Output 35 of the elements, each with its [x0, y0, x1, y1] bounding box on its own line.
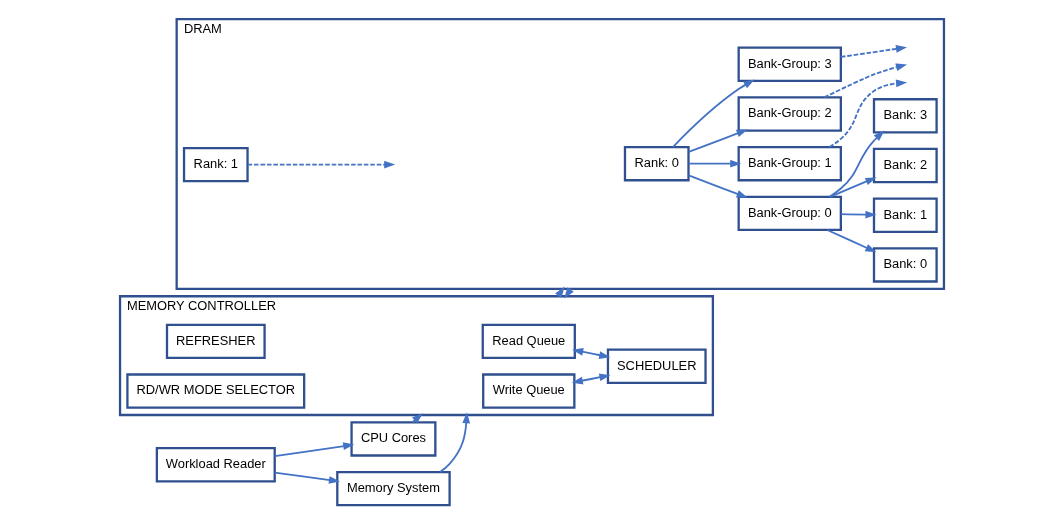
- node-box: Read Queue: [481, 323, 576, 360]
- node-box: Bank: 3: [872, 98, 938, 134]
- node-box: Bank-Group: 2: [737, 96, 842, 132]
- node-box: RD/WR MODE SELECTOR: [125, 373, 305, 409]
- arrow: [825, 229, 876, 253]
- arrow: [839, 210, 876, 219]
- node-box: Workload Reader: [155, 447, 276, 483]
- node-box: Bank: 1: [872, 197, 938, 233]
- arrow: [839, 45, 907, 58]
- arrow: [828, 79, 907, 148]
- node-box: Bank-Group: 1: [737, 145, 842, 182]
- arrow: [687, 129, 748, 153]
- arrow: [687, 159, 741, 168]
- node-box: Rank: 1: [182, 146, 249, 183]
- arrow: [273, 471, 340, 484]
- node-box: Memory System: [335, 470, 451, 507]
- arrow: [571, 373, 610, 385]
- node-box: Bank-Group: 3: [737, 46, 842, 82]
- arrow: [571, 348, 610, 359]
- node-box: Bank-Group: 0: [737, 195, 842, 232]
- arrow: [687, 174, 748, 198]
- node-box: CPU Cores: [349, 421, 436, 457]
- arrow: [273, 442, 354, 458]
- arrow: [828, 177, 877, 198]
- arrow: [246, 160, 395, 169]
- node-box: Write Queue: [481, 373, 575, 409]
- arrow: [438, 412, 470, 473]
- node-box: SCHEDULER: [606, 348, 707, 384]
- arrow: [828, 130, 884, 198]
- node-box: Rank: 0: [623, 145, 690, 182]
- node-box: Bank: 2: [872, 147, 938, 184]
- arrow: [671, 79, 755, 148]
- node-box: Bank: 0: [872, 247, 938, 283]
- arrow: [563, 287, 574, 299]
- node-box: REFRESHER: [165, 323, 266, 360]
